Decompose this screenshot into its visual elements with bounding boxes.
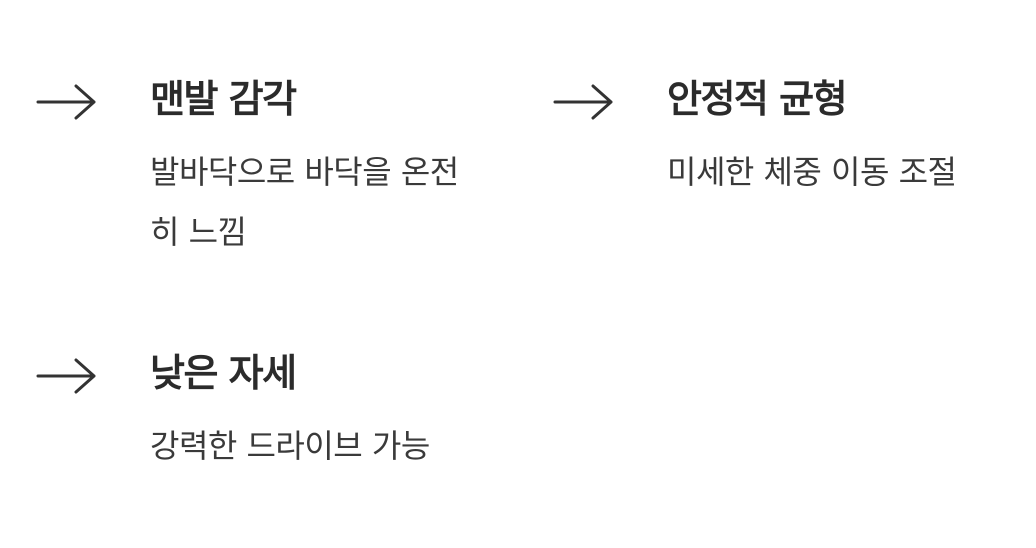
feature-text: 안정적 균형 미세한 체중 이동 조절 xyxy=(667,74,957,202)
feature-description: 발바닥으로 바닥을 온전히 느낌 xyxy=(150,153,459,251)
feature-item-low-stance: 낮은 자세 강력한 드라이브 가능 xyxy=(36,348,496,476)
feature-item-barefoot: 맨발 감각 발바닥으로 바닥을 온전히 느낌 xyxy=(36,74,496,262)
feature-text: 맨발 감각 발바닥으로 바닥을 온전히 느낌 xyxy=(150,74,480,262)
feature-title: 맨발 감각 xyxy=(150,77,297,121)
arrow-right-icon xyxy=(36,84,98,120)
feature-title: 낮은 자세 xyxy=(150,351,297,395)
arrow-right-icon xyxy=(36,358,98,394)
feature-description: 강력한 드라이브 가능 xyxy=(150,427,430,465)
feature-title: 안정적 균형 xyxy=(667,77,848,121)
feature-description: 미세한 체중 이동 조절 xyxy=(667,153,957,191)
feature-item-balance: 안정적 균형 미세한 체중 이동 조절 xyxy=(553,74,1023,202)
feature-text: 낮은 자세 강력한 드라이브 가능 xyxy=(150,348,430,476)
arrow-right-icon xyxy=(553,84,615,120)
